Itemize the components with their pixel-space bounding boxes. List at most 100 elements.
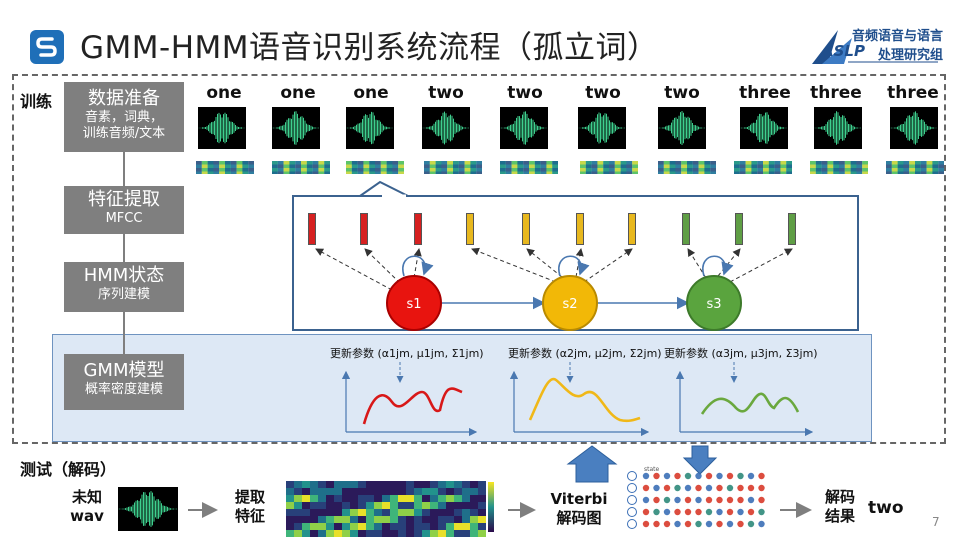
spectrogram-thumbnail [500, 160, 558, 174]
gmm-caption-3: 更新参数 (α3jm, μ3jm, Σ3jm) [664, 345, 818, 361]
stage-title: 特征提取 [88, 189, 160, 210]
waveform-thumbnail [890, 107, 938, 149]
spectrogram-thumbnail [346, 160, 404, 174]
caption-params: (α3jm, μ3jm, Σ3jm) [711, 347, 818, 360]
label-line: 特征 [234, 507, 265, 525]
gmm-caption-2: 更新参数 (α2jm, μ2jm, Σ2jm) [508, 345, 662, 361]
stage-title: GMM模型 [83, 360, 165, 381]
word-label: one [280, 83, 316, 103]
stage-data-prep: 数据准备 音素，词典， 训练音频/文本 [64, 82, 184, 152]
caption-params: (α2jm, μ2jm, Σ2jm) [555, 347, 662, 360]
s-logo-icon [36, 37, 57, 57]
aslp-logo [808, 24, 940, 68]
caption-prefix: 更新参数 [664, 347, 708, 360]
logo-text-zh2: 处理研究组 [878, 48, 944, 63]
stage-sub: 序列建模 [97, 287, 150, 302]
page-title: GMM-HMM语音识别系统流程（孤立词） [80, 30, 659, 66]
spectrogram-thumbnail [810, 160, 868, 174]
caption-prefix: 更新参数 [508, 347, 552, 360]
hmm-state-s2: s2 [542, 275, 598, 331]
stage-feature-extract: 特征提取 MFCC [64, 186, 184, 234]
testing-label: 测试（解码） [20, 460, 117, 479]
feature-frame [576, 213, 584, 245]
label-line: wav [70, 507, 104, 525]
training-frame [12, 74, 946, 444]
extract-label: 提取 特征 [228, 488, 272, 526]
word-label: one [206, 83, 242, 103]
spectrogram-thumbnail [658, 160, 716, 174]
waveform-thumbnail [814, 107, 862, 149]
training-label: 训练 [20, 92, 53, 111]
hmm-state-s1: s1 [386, 275, 442, 331]
waveform-thumbnail [500, 107, 548, 149]
colorbar [488, 482, 494, 532]
feature-frame [735, 213, 743, 245]
stage-title: 数据准备 [88, 88, 160, 109]
gmm-curve-1 [362, 387, 463, 425]
feature-frame [360, 213, 368, 245]
word-label: two [585, 83, 621, 103]
waveform-thumbnail [198, 107, 246, 149]
stage-sub: 概率密度建模 [84, 382, 163, 397]
result-word: two [868, 498, 904, 518]
stage-title: HMM状态 [83, 265, 165, 286]
feature-frame [788, 213, 796, 245]
waveform-thumbnail [740, 107, 788, 149]
feature-frame [522, 213, 530, 245]
result-label: 解码 结果 [820, 488, 860, 526]
feature-heatmap [286, 481, 486, 537]
logo-text-zh: 音频语音与语言 [852, 29, 944, 44]
word-label: three [739, 83, 791, 103]
caption-params: (α1jm, μ1jm, Σ1jm) [377, 347, 484, 360]
spectrogram-thumbnail [580, 160, 638, 174]
spectrogram-thumbnail [272, 160, 330, 174]
label-line: Viterbi [550, 490, 608, 508]
gmm-curve-3 [700, 392, 800, 415]
viterbi-trellis: state [626, 466, 774, 536]
word-label: one [353, 83, 389, 103]
feature-frame [682, 213, 690, 245]
stage-sub: 音素，词典， [84, 110, 163, 125]
stage-gmm: GMM模型 概率密度建模 [64, 354, 184, 410]
page-number: 7 [932, 515, 940, 529]
spectrogram-thumbnail [886, 160, 944, 174]
label-line: 结果 [824, 507, 855, 525]
word-label: three [887, 83, 939, 103]
word-label: two [664, 83, 700, 103]
caption-prefix: 更新参数 [330, 347, 374, 360]
stage-hmm: HMM状态 序列建模 [64, 262, 184, 312]
spectrogram-thumbnail [734, 160, 792, 174]
stage-sub: MFCC [105, 211, 143, 226]
logo-text-en: ASLP [822, 42, 865, 60]
waveform-thumbnail [578, 107, 626, 149]
input-waveform [117, 487, 178, 531]
label-line: 提取 [234, 488, 265, 506]
feature-frame [628, 213, 636, 245]
hmm-state-s3: s3 [686, 275, 742, 331]
feature-frame [466, 213, 474, 245]
viterbi-label: Viterbi 解码图 [544, 490, 614, 528]
label-line: 未知 [71, 488, 102, 506]
spectrogram-thumbnail [424, 160, 482, 174]
waveform-thumbnail [658, 107, 706, 149]
trellis-axis-label: state [644, 466, 660, 473]
stage-sub: 训练音频/文本 [82, 126, 166, 141]
word-label: three [810, 83, 862, 103]
logo-badge [30, 30, 64, 64]
label-line: 解码图 [556, 509, 602, 527]
feature-frame [414, 213, 422, 245]
gmm-caption-1: 更新参数 (α1jm, μ1jm, Σ1jm) [330, 345, 484, 361]
label-line: 解码 [824, 488, 855, 506]
gmm-curve-2 [528, 377, 641, 423]
spectrogram-thumbnail [196, 160, 254, 174]
feature-frame [308, 213, 316, 245]
waveform-thumbnail [422, 107, 470, 149]
input-wav-label: 未知 wav [62, 488, 112, 526]
word-label: two [507, 83, 543, 103]
